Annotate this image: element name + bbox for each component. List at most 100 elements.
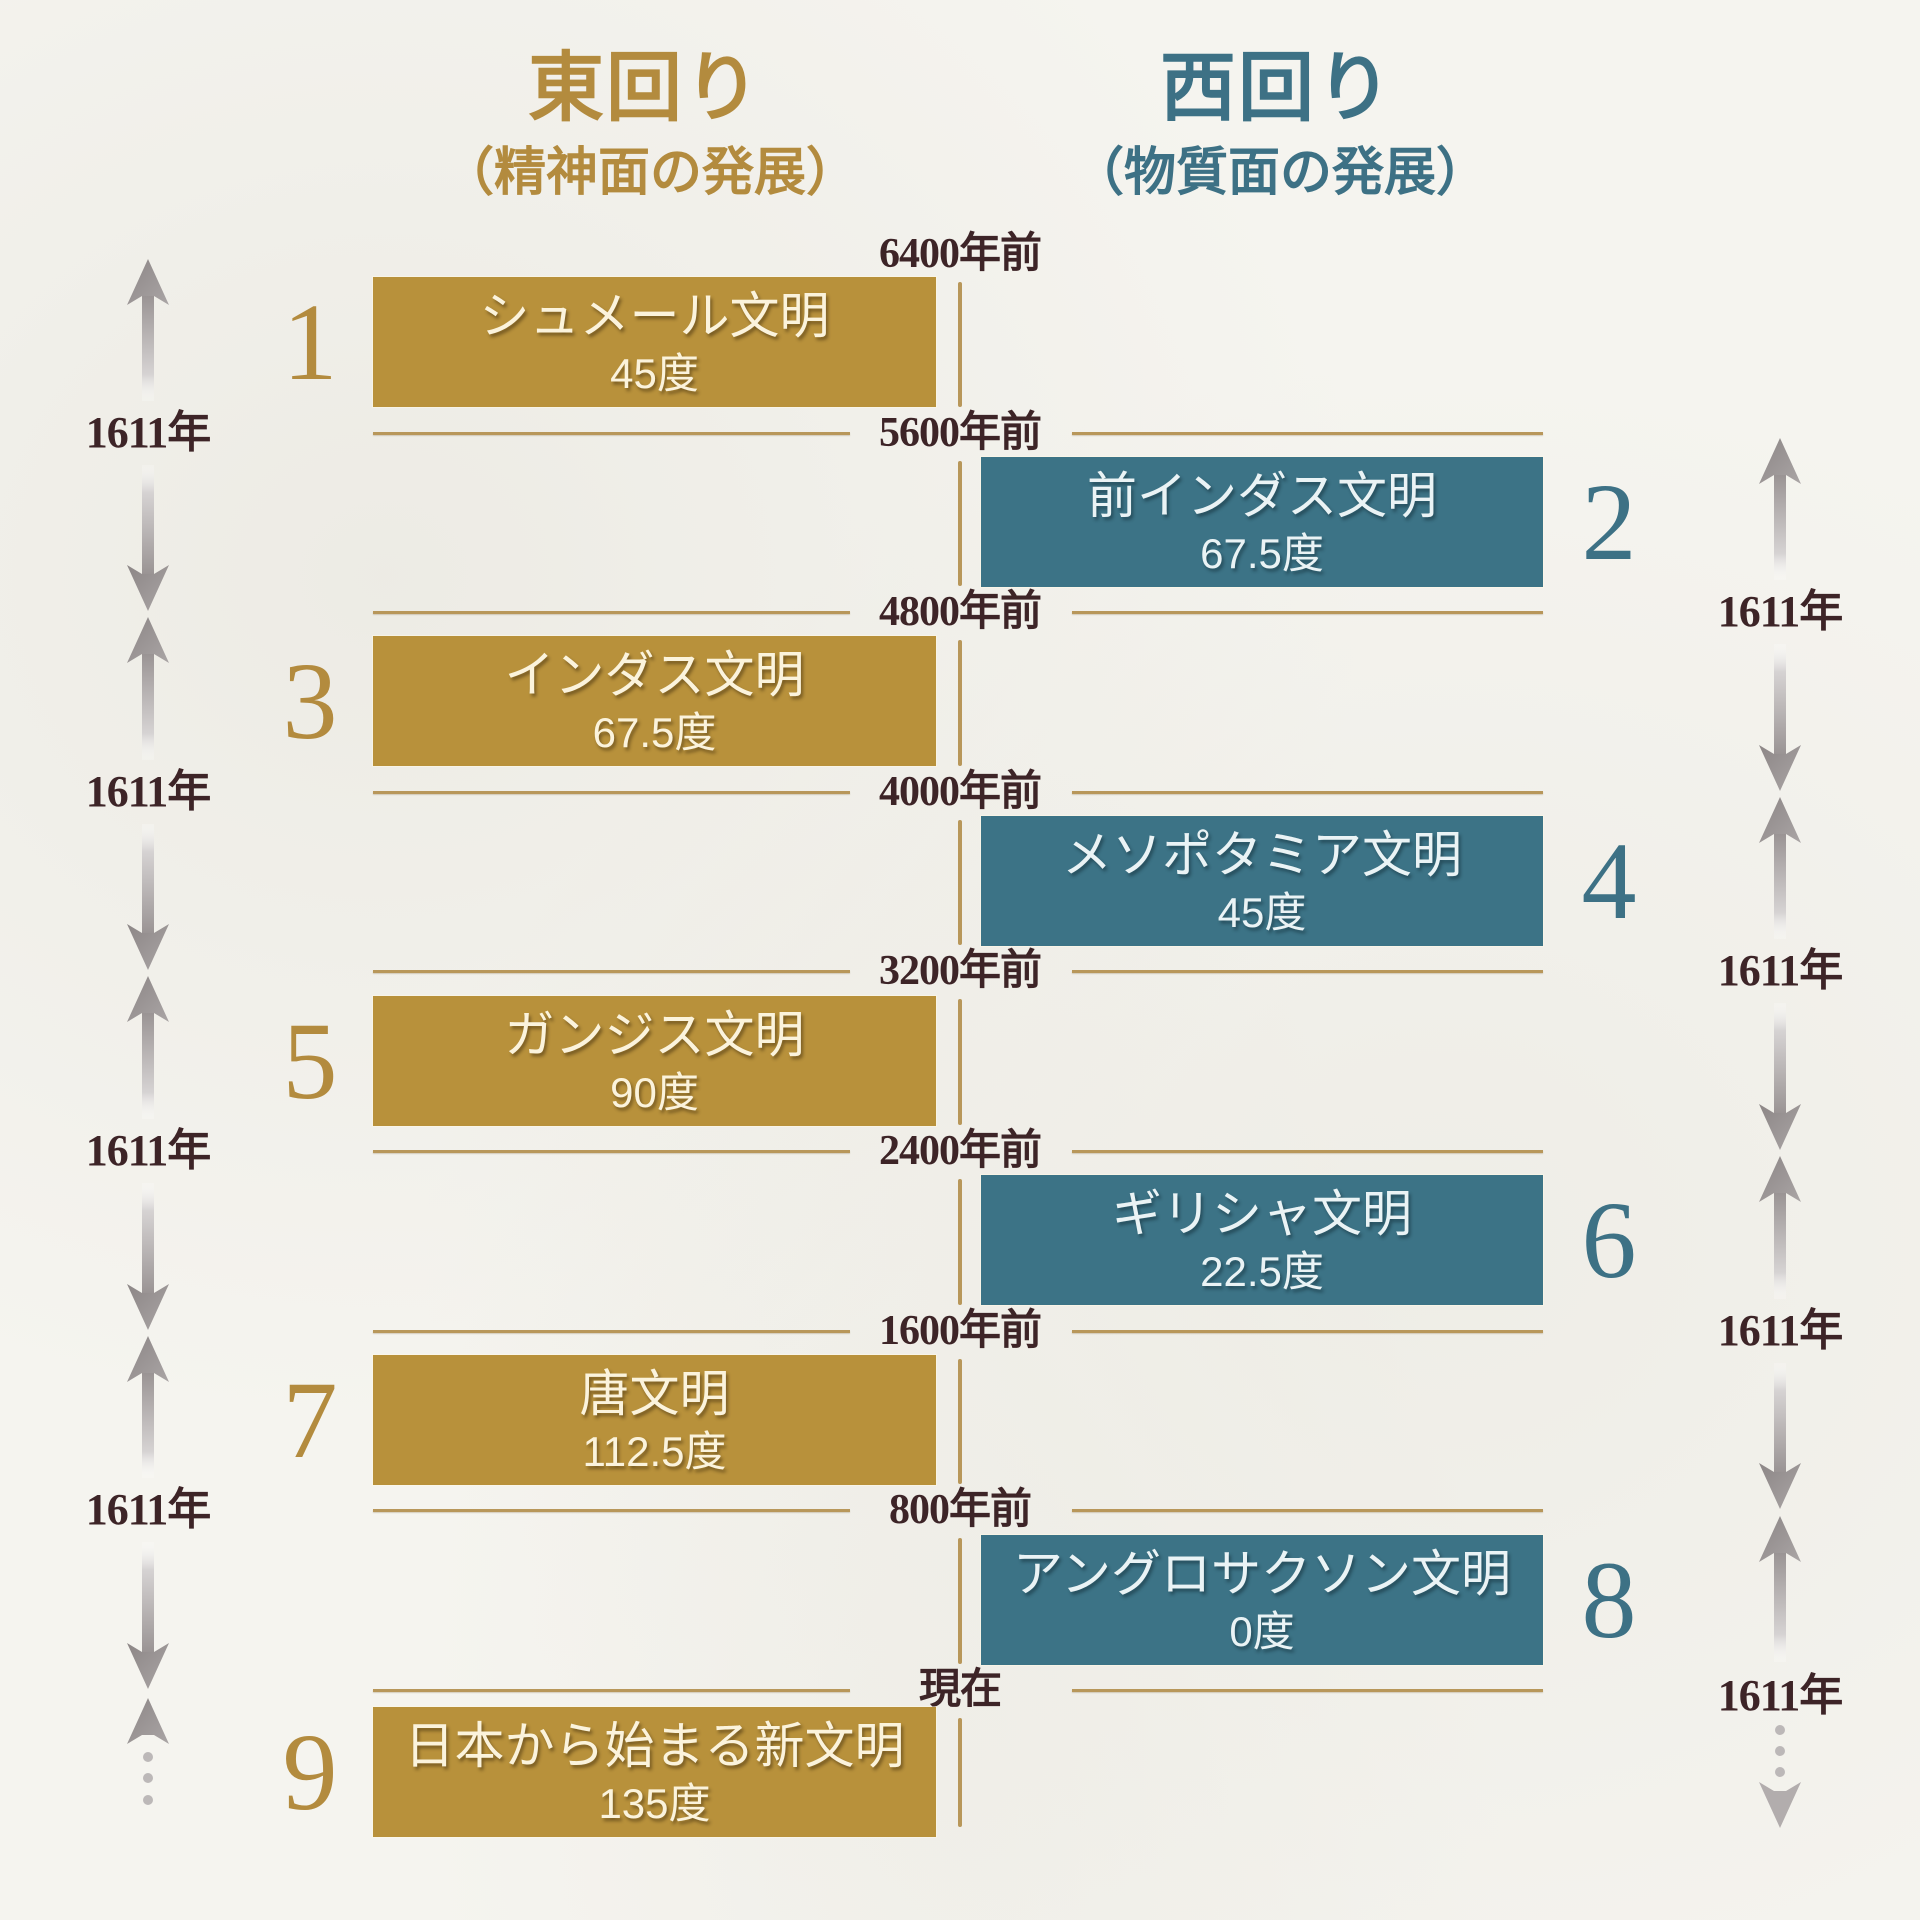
civilization-name: アングロサクソン文明 (1013, 1545, 1511, 1603)
timeline-axis-segment (958, 1359, 962, 1484)
arrow-up-icon (1759, 1516, 1801, 1562)
civilization-box-ganges: ガンジス文明 90度 (373, 996, 936, 1126)
left-continuation-arrow (127, 1698, 169, 1805)
divider-line (373, 432, 850, 435)
civilization-degree: 45度 (1217, 889, 1307, 936)
civilization-name: 日本から始まる新文明 (404, 1717, 905, 1775)
divider-line (373, 611, 850, 614)
timeline-axis-segment (958, 820, 962, 945)
civilization-name: ガンジス文明 (504, 1006, 805, 1064)
civilization-degree: 67.5度 (592, 709, 717, 756)
time-label: 6400年前 (878, 231, 1042, 277)
civilization-number: 5 (282, 1000, 338, 1122)
civilization-box-pre-indus: 前インダス文明 67.5度 (981, 457, 1543, 587)
east-route-title: 東回り (528, 43, 762, 132)
civilization-number: 3 (282, 640, 338, 762)
divider-line (373, 1150, 850, 1153)
divider-line (1072, 611, 1543, 614)
civilization-degree: 45度 (610, 350, 699, 397)
east-route-subtitle: （精神面の発展） (441, 142, 858, 203)
ellipsis-dot-icon (1775, 1767, 1785, 1777)
arrow-down-icon (127, 565, 169, 611)
duration-label: 1611年 (85, 767, 212, 816)
duration-label: 1611年 (85, 1485, 212, 1534)
divider-line (1072, 791, 1543, 794)
civilization-box-sumer: シュメール文明 45度 (373, 277, 936, 407)
civilization-number: 1 (282, 281, 338, 403)
time-label: 4800年前 (878, 589, 1042, 635)
civilization-number: 7 (282, 1359, 338, 1481)
civilization-box-greece: ギリシャ文明 22.5度 (981, 1175, 1543, 1305)
civilization-degree: 67.5度 (1200, 530, 1324, 577)
time-label: 800年前 (888, 1487, 1032, 1533)
divider-line (1072, 1150, 1543, 1153)
civilization-name: 前インダス文明 (1087, 467, 1437, 525)
arrow-up-icon (1759, 1156, 1801, 1202)
timeline-axis-segment (958, 999, 962, 1125)
ellipsis-dot-icon (1775, 1746, 1785, 1756)
divider-line (1072, 1689, 1543, 1692)
ellipsis-dot-icon (1775, 1725, 1785, 1735)
civilization-number: 2 (1581, 461, 1637, 583)
west-route-subtitle: （物質面の発展） (1071, 142, 1488, 203)
ellipsis-dot-icon (143, 1752, 153, 1762)
civilization-name: 唐文明 (579, 1365, 730, 1423)
arrow-up-icon (1759, 797, 1801, 843)
arrow-up-icon (127, 259, 169, 305)
timeline-axis-segment (958, 1718, 962, 1827)
time-label: 3200年前 (878, 948, 1042, 994)
ellipsis-dot-icon (143, 1773, 153, 1783)
duration-label: 1611年 (85, 1126, 212, 1175)
civilization-box-indus: インダス文明 67.5度 (373, 636, 936, 766)
duration-label: 1611年 (1717, 1671, 1844, 1720)
civilization-number: 8 (1581, 1539, 1637, 1661)
civilization-box-tang: 唐文明 112.5度 (373, 1355, 936, 1485)
time-label: 5600年前 (878, 410, 1042, 456)
arrow-down-icon (1759, 1463, 1801, 1509)
civilization-number: 6 (1581, 1179, 1637, 1301)
civilization-number: 9 (282, 1711, 338, 1833)
arrow-up-icon (127, 976, 169, 1022)
civilization-degree: 22.5度 (1200, 1248, 1324, 1295)
arrow-up-icon (1759, 438, 1801, 484)
civilization-name: メソポタミア文明 (1062, 826, 1462, 884)
timeline-axis-segment (958, 282, 962, 407)
time-label: 1600年前 (878, 1308, 1042, 1354)
timeline-axis-segment (958, 640, 962, 766)
civilization-box-mesopotamia: メソポタミア文明 45度 (981, 816, 1543, 946)
arrow-up-icon (127, 617, 169, 663)
duration-label: 1611年 (1717, 587, 1844, 636)
divider-line (373, 1509, 850, 1512)
civilization-number: 4 (1581, 820, 1637, 942)
time-label: 2400年前 (878, 1128, 1042, 1174)
divider-line (1072, 1330, 1543, 1333)
arrow-down-icon (127, 1284, 169, 1330)
duration-label: 1611年 (1717, 1306, 1844, 1355)
duration-label: 1611年 (85, 408, 212, 457)
divider-line (373, 970, 850, 973)
divider-line (1072, 1509, 1543, 1512)
civilization-name: シュメール文明 (479, 287, 830, 345)
civilization-name: ギリシャ文明 (1112, 1185, 1412, 1243)
arrow-up-icon (127, 1698, 169, 1744)
time-label: 4000年前 (878, 769, 1042, 815)
divider-line (1072, 432, 1543, 435)
civilization-degree: 112.5度 (582, 1428, 727, 1475)
arrow-down-icon (127, 924, 169, 970)
arrow-down-icon (1759, 745, 1801, 791)
arrow-down-icon (1759, 1782, 1801, 1828)
timeline-axis-segment (958, 461, 962, 586)
arrow-down-icon (127, 1643, 169, 1689)
civilization-name: インダス文明 (504, 646, 805, 704)
west-route-title: 西回り (1160, 43, 1394, 132)
time-label: 現在 (918, 1667, 1002, 1713)
arrow-down-icon (1759, 1104, 1801, 1150)
timeline-axis-segment (958, 1179, 962, 1305)
ellipsis-dot-icon (143, 1795, 153, 1805)
timeline-axis-segment (958, 1538, 962, 1664)
duration-label: 1611年 (1717, 946, 1844, 995)
divider-line (373, 1689, 850, 1692)
divider-line (373, 791, 850, 794)
civilization-box-japan-new: 日本から始まる新文明 135度 (373, 1707, 936, 1837)
divider-line (373, 1330, 850, 1333)
